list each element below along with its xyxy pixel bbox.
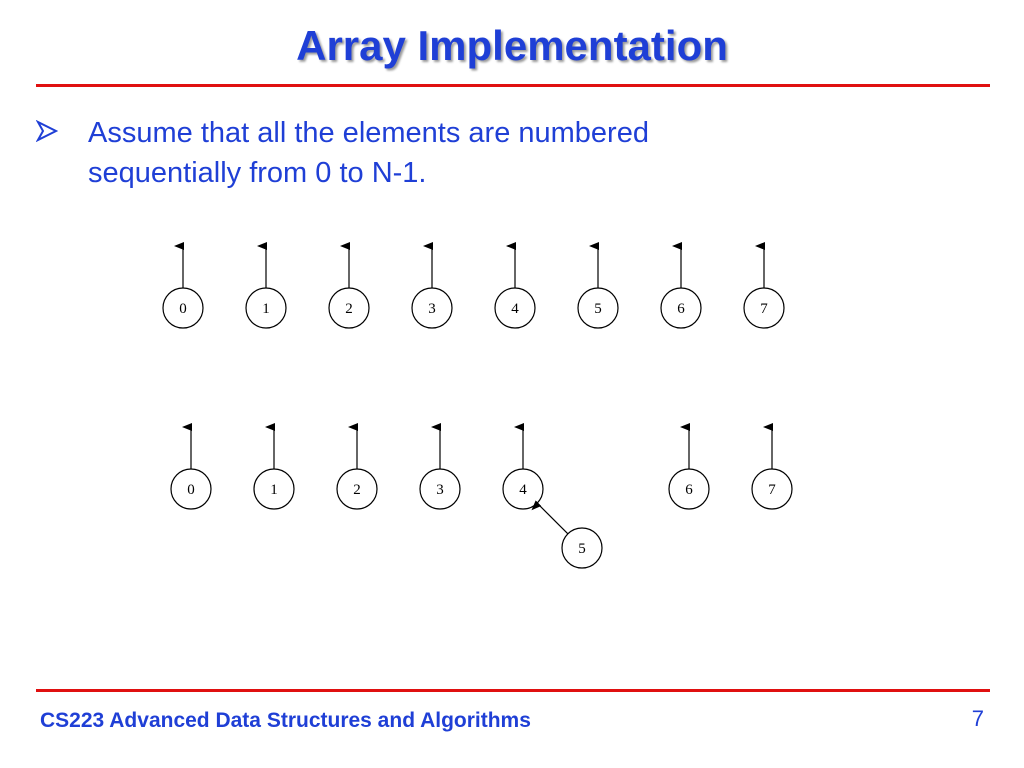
top-node-6-label: 6	[677, 301, 685, 317]
bottom-node-3: 3	[419, 468, 461, 510]
top-node-2-label: 2	[345, 301, 353, 317]
top-node-7-circle	[743, 287, 785, 329]
top-node-0-circle	[162, 287, 204, 329]
top-node-5: 5	[577, 287, 619, 329]
bottom-node-1: 1	[253, 468, 295, 510]
bottom-node-4: 4	[502, 468, 544, 510]
bottom-node-6-label: 6	[685, 482, 693, 498]
bottom-divider	[36, 689, 990, 692]
bottom-node-7: 7	[751, 468, 793, 510]
top-node-6: 6	[660, 287, 702, 329]
bottom-node-3-circle	[419, 468, 461, 510]
child-node-5-circle	[561, 527, 603, 569]
bottom-row-nodes: 0 1 2 3 4 6 7 5	[170, 423, 793, 569]
top-node-1-circle	[245, 287, 287, 329]
top-node-4: 4	[494, 287, 536, 329]
bottom-node-6-circle	[668, 468, 710, 510]
top-node-2-circle	[328, 287, 370, 329]
bottom-node-2-circle	[336, 468, 378, 510]
child-node-5: 5	[561, 527, 603, 569]
bottom-node-0-circle	[170, 468, 212, 510]
top-node-4-label: 4	[511, 301, 519, 317]
top-node-5-circle	[577, 287, 619, 329]
child-node-5-label: 5	[578, 541, 586, 557]
bottom-node-6: 6	[668, 468, 710, 510]
top-node-5-label: 5	[594, 301, 602, 317]
bottom-node-4-circle	[502, 468, 544, 510]
bottom-node-2: 2	[336, 468, 378, 510]
top-node-3-circle	[411, 287, 453, 329]
top-row-nodes: 0 1 2 3 4 5 6 7	[162, 242, 785, 329]
arrowhead-bullet-icon	[36, 120, 58, 142]
top-node-3: 3	[411, 287, 453, 329]
bottom-node-2-label: 2	[353, 482, 361, 498]
bottom-node-4-label: 4	[519, 482, 527, 498]
bottom-node-0: 0	[170, 468, 212, 510]
top-node-4-circle	[494, 287, 536, 329]
top-node-7-label: 7	[760, 301, 768, 317]
top-node-6-circle	[660, 287, 702, 329]
child-to-parent-arrow	[531, 500, 569, 535]
top-node-3-label: 3	[428, 301, 436, 317]
bullet-line-1: Assume that all the elements are numbere…	[88, 117, 649, 149]
bottom-node-7-label: 7	[768, 482, 776, 498]
bullet-text: Assume that all the elements are numbere…	[88, 113, 788, 193]
bottom-node-1-circle	[253, 468, 295, 510]
top-node-1: 1	[245, 287, 287, 329]
bottom-node-0-label: 0	[187, 482, 195, 498]
top-node-2: 2	[328, 287, 370, 329]
top-node-0: 0	[162, 287, 204, 329]
bottom-node-7-circle	[751, 468, 793, 510]
page-number: 7	[971, 706, 984, 731]
top-node-0-label: 0	[179, 301, 187, 317]
bottom-node-3-label: 3	[436, 482, 444, 498]
footer-course-title: CS223 Advanced Data Structures and Algor…	[40, 709, 531, 732]
top-divider	[36, 84, 990, 87]
slide-title: Array Implementation	[296, 22, 728, 69]
bullet-line-2: sequentially from 0 to N-1.	[88, 157, 427, 189]
bottom-node-1-label: 1	[270, 482, 278, 498]
top-node-7: 7	[743, 287, 785, 329]
top-node-1-label: 1	[262, 301, 270, 317]
